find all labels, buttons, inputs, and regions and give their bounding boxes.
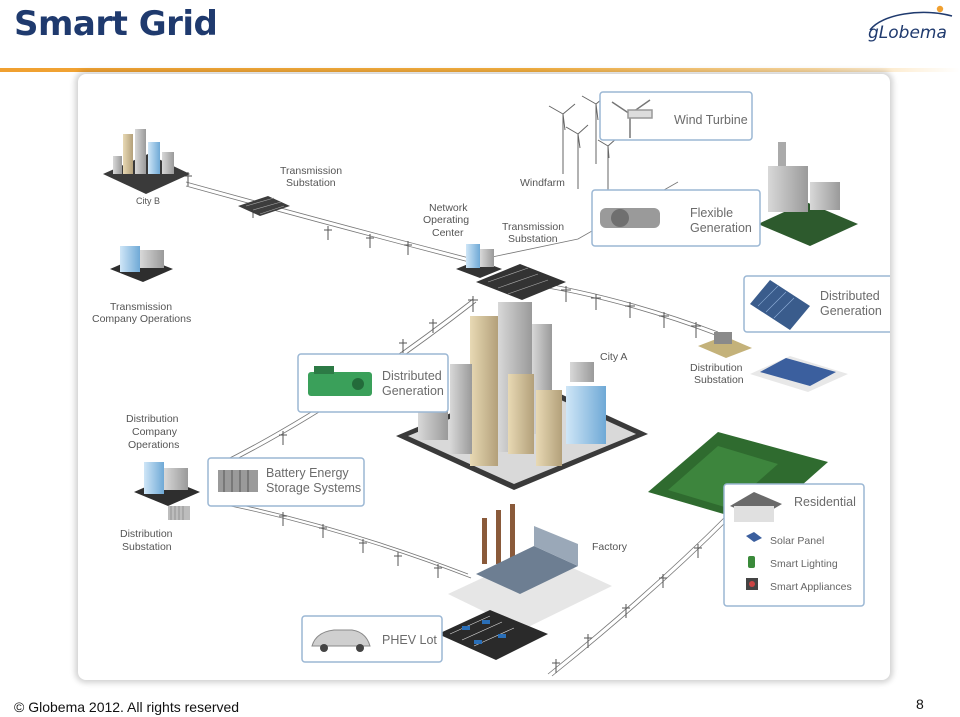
battery-bank-icon bbox=[218, 470, 258, 492]
label-distribution-substation-2-line2: Substation bbox=[122, 541, 172, 553]
callout-distributed-generation-right-line1: Distributed bbox=[820, 289, 880, 303]
label-transmission-substation-1-line2: Substation bbox=[286, 177, 336, 189]
callout-smart-appliances-text: Smart Appliances bbox=[770, 581, 852, 593]
city-a-illustration bbox=[396, 302, 648, 490]
label-distribution-company-ops-line1: Distribution bbox=[126, 413, 179, 425]
label-noc-line3: Center bbox=[432, 227, 464, 239]
slide-title: Smart Grid bbox=[14, 4, 218, 44]
callout-distributed-generation-right-line2: Generation bbox=[820, 304, 882, 318]
label-city-b: City B bbox=[136, 196, 160, 206]
wind-turbine-icon bbox=[611, 99, 653, 138]
electric-car-icon bbox=[311, 629, 371, 652]
page-number: 8 bbox=[916, 696, 924, 712]
callout-battery-storage-line1: Battery Energy bbox=[266, 466, 349, 480]
callout-flexible-generation-line2: Generation bbox=[690, 221, 752, 235]
transmission-substation-1-illustration bbox=[238, 196, 290, 216]
label-transmission-substation-2-line1: Transmission bbox=[502, 221, 564, 233]
generator-icon bbox=[308, 366, 372, 396]
label-noc-line2: Operating bbox=[423, 214, 469, 226]
distribution-substation-1-illustration bbox=[698, 332, 752, 358]
callout-flexible-generation-line1: Flexible bbox=[690, 206, 733, 220]
label-distribution-substation-1-line1: Distribution bbox=[690, 362, 743, 374]
label-transmission-company-ops-line1: Transmission bbox=[110, 301, 172, 313]
globema-logo: gLobema bbox=[868, 5, 953, 43]
logo-dot bbox=[936, 5, 944, 13]
turbine-generator-icon bbox=[600, 208, 660, 228]
callout-wind-turbine-text: Wind Turbine bbox=[674, 113, 748, 127]
phev-lot-callout: PHEV Lot bbox=[301, 615, 443, 663]
label-distribution-company-ops-line3: Operations bbox=[128, 439, 179, 451]
callout-distributed-generation-center-line1: Distributed bbox=[382, 369, 442, 383]
flexible-generation-callout: Flexible Generation bbox=[591, 189, 761, 247]
distribution-substation-2-illustration bbox=[168, 506, 190, 520]
wind-turbine-callout: Wind Turbine bbox=[599, 91, 753, 141]
callout-smart-lighting-text: Smart Lighting bbox=[770, 558, 838, 570]
power-plant-illustration bbox=[758, 142, 858, 246]
factory-illustration bbox=[448, 504, 612, 630]
label-distribution-substation-2-line1: Distribution bbox=[120, 528, 173, 540]
label-distribution-company-ops-line2: Company bbox=[132, 426, 178, 438]
network-operating-center-illustration bbox=[456, 244, 502, 278]
distributed-generation-center-callout: Distributed Generation bbox=[297, 353, 449, 413]
parking-lot-illustration bbox=[438, 610, 548, 660]
label-transmission-substation-2-line2: Substation bbox=[508, 233, 558, 245]
title-rule bbox=[0, 68, 960, 72]
label-transmission-substation-1-line1: Transmission bbox=[280, 165, 342, 177]
label-windfarm: Windfarm bbox=[520, 177, 565, 189]
smart-grid-diagram: City B Transmission Substation Transmiss… bbox=[78, 74, 890, 680]
solar-array-icon bbox=[750, 280, 810, 330]
logo-text: gLobema bbox=[868, 23, 947, 43]
distributed-generation-right-callout: Distributed Generation bbox=[743, 275, 890, 333]
windfarm-illustration bbox=[548, 93, 618, 191]
transmission-company-operations-illustration bbox=[110, 246, 173, 282]
label-distribution-substation-1-line2: Substation bbox=[694, 374, 744, 386]
callout-battery-storage-line2: Storage Systems bbox=[266, 481, 361, 495]
residential-callout: Residential Solar Panel Smart Lighting S… bbox=[723, 483, 865, 607]
label-city-a: City A bbox=[600, 351, 627, 363]
label-transmission-company-ops-line2: Company Operations bbox=[92, 313, 191, 325]
city-b-illustration bbox=[103, 129, 190, 194]
distribution-company-operations-illustration bbox=[134, 462, 200, 506]
callout-residential-text: Residential bbox=[794, 495, 856, 509]
smart-appliance-icon bbox=[746, 578, 758, 590]
label-factory: Factory bbox=[592, 541, 628, 553]
battery-storage-callout: Battery Energy Storage Systems bbox=[207, 457, 365, 507]
footer-copyright: © Globema 2012. All rights reserved bbox=[14, 699, 240, 715]
solar-panel-icon bbox=[746, 532, 762, 542]
label-noc-line1: Network bbox=[429, 202, 468, 214]
callout-phev-lot-text: PHEV Lot bbox=[382, 633, 437, 647]
smart-lighting-icon bbox=[748, 556, 755, 568]
callout-solar-panel-text: Solar Panel bbox=[770, 535, 824, 547]
transmission-substation-2-illustration bbox=[476, 264, 566, 300]
callout-distributed-generation-center-line2: Generation bbox=[382, 384, 444, 398]
house-icon bbox=[730, 492, 782, 522]
solar-farm-illustration bbox=[750, 356, 848, 392]
